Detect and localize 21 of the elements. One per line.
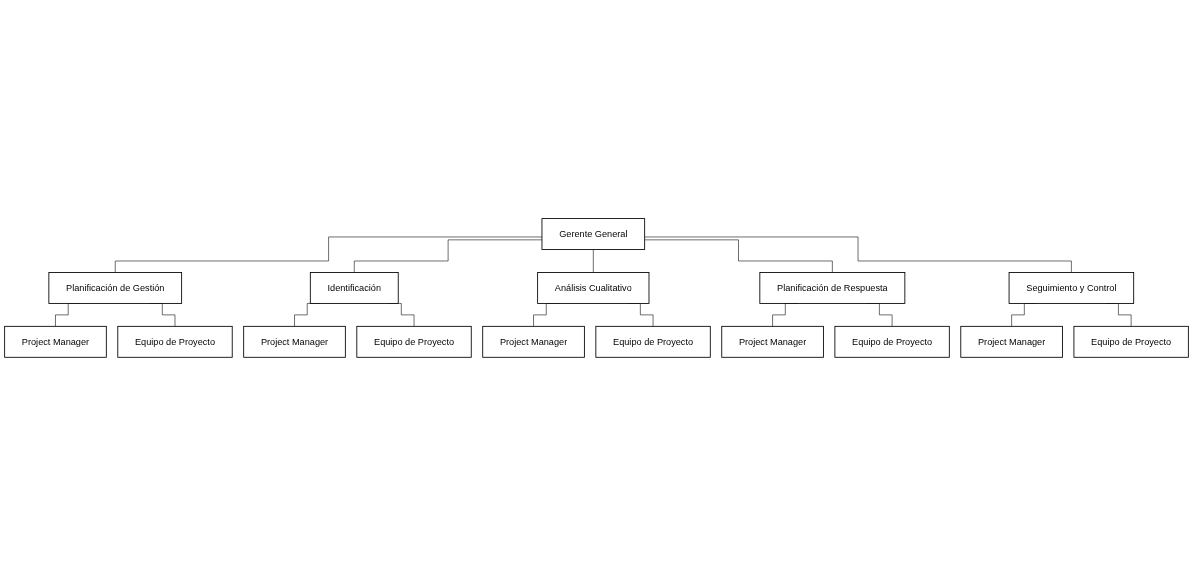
connector — [593, 249, 594, 273]
node-box: Project Manager — [243, 325, 346, 358]
node-box: Gerente General — [541, 218, 646, 251]
node-box: Project Manager — [960, 325, 1063, 358]
connector — [354, 239, 543, 273]
connector — [644, 236, 1072, 273]
node-box: Project Manager — [721, 325, 824, 358]
node-box: Equipo de Proyecto — [117, 325, 233, 358]
node-box: Identificación — [309, 272, 399, 304]
node-box: Equipo de Proyecto — [595, 325, 711, 358]
node-box: Análisis Cualitativo — [537, 272, 650, 304]
node-box: Planificación de Gestión — [48, 272, 183, 304]
node-box: Planificación de Respuesta — [759, 272, 906, 304]
node-box: Project Manager — [482, 325, 585, 358]
node-box: Project Manager — [4, 325, 107, 358]
node-box: Equipo de Proyecto — [356, 325, 472, 358]
node-box: Seguimiento y Control — [1008, 272, 1135, 304]
connector — [114, 236, 543, 273]
node-box: Equipo de Proyecto — [834, 325, 950, 358]
node-box: Equipo de Proyecto — [1073, 325, 1189, 358]
connector — [644, 239, 833, 273]
